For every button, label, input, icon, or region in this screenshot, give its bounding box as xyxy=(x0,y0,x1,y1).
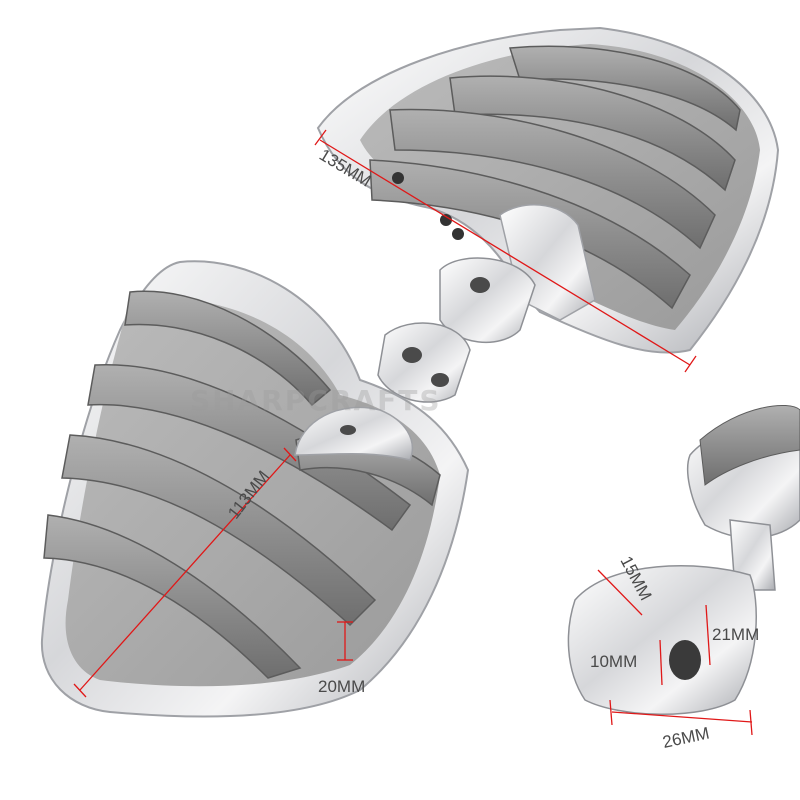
hinge-clevis xyxy=(377,257,536,403)
dim-tick xyxy=(684,355,697,373)
top-footboard-rubber-ribs xyxy=(369,45,741,310)
dim-line-135 xyxy=(319,139,691,366)
mount-bracket xyxy=(567,404,800,715)
dim-line-113 xyxy=(79,454,291,691)
top-rib-2 xyxy=(449,75,736,192)
bracket-clevis-block xyxy=(567,565,757,715)
left-rib-2 xyxy=(87,363,412,532)
dim-label-10: 10MM xyxy=(590,652,637,671)
dim-tick xyxy=(73,683,87,698)
bolt-hole-icon xyxy=(440,214,452,226)
bolt-hole-icon xyxy=(340,425,356,435)
left-footboard xyxy=(40,260,470,718)
dim-line-26 xyxy=(611,711,753,723)
left-rib-3 xyxy=(61,434,377,627)
dim-tick xyxy=(283,447,297,462)
top-rib-1 xyxy=(509,45,741,132)
dim-tick xyxy=(609,699,613,726)
mount-hole-icon xyxy=(669,640,701,680)
bracket-rubber-peg xyxy=(699,404,800,486)
dim-line-21 xyxy=(705,604,711,666)
dim-tick xyxy=(749,709,753,736)
top-right-footboard xyxy=(316,26,780,354)
dim-line-15 xyxy=(597,569,643,616)
top-rib-3 xyxy=(389,108,716,250)
dimension-lines xyxy=(73,129,753,736)
dim-tick xyxy=(314,129,327,146)
dim-label-26: 26MM xyxy=(661,724,711,752)
dim-line-10 xyxy=(659,639,663,686)
dim-label-21: 21MM xyxy=(712,625,759,644)
bolt-hole-icon xyxy=(392,172,404,184)
pivot-hole-icon xyxy=(402,347,422,363)
left-rib-1 xyxy=(124,290,332,407)
watermark-text: SHARPCRAFTS xyxy=(190,384,442,417)
bolt-hole-icon xyxy=(452,228,464,240)
left-rib-4 xyxy=(43,514,302,679)
pivot-hole-icon xyxy=(470,277,490,293)
clevis-upper xyxy=(439,257,536,343)
pivot-hole-icon xyxy=(431,373,449,387)
top-rib-4 xyxy=(369,159,691,310)
left-footboard-neck xyxy=(294,406,414,461)
dim-label-20: 20MM xyxy=(318,677,365,696)
